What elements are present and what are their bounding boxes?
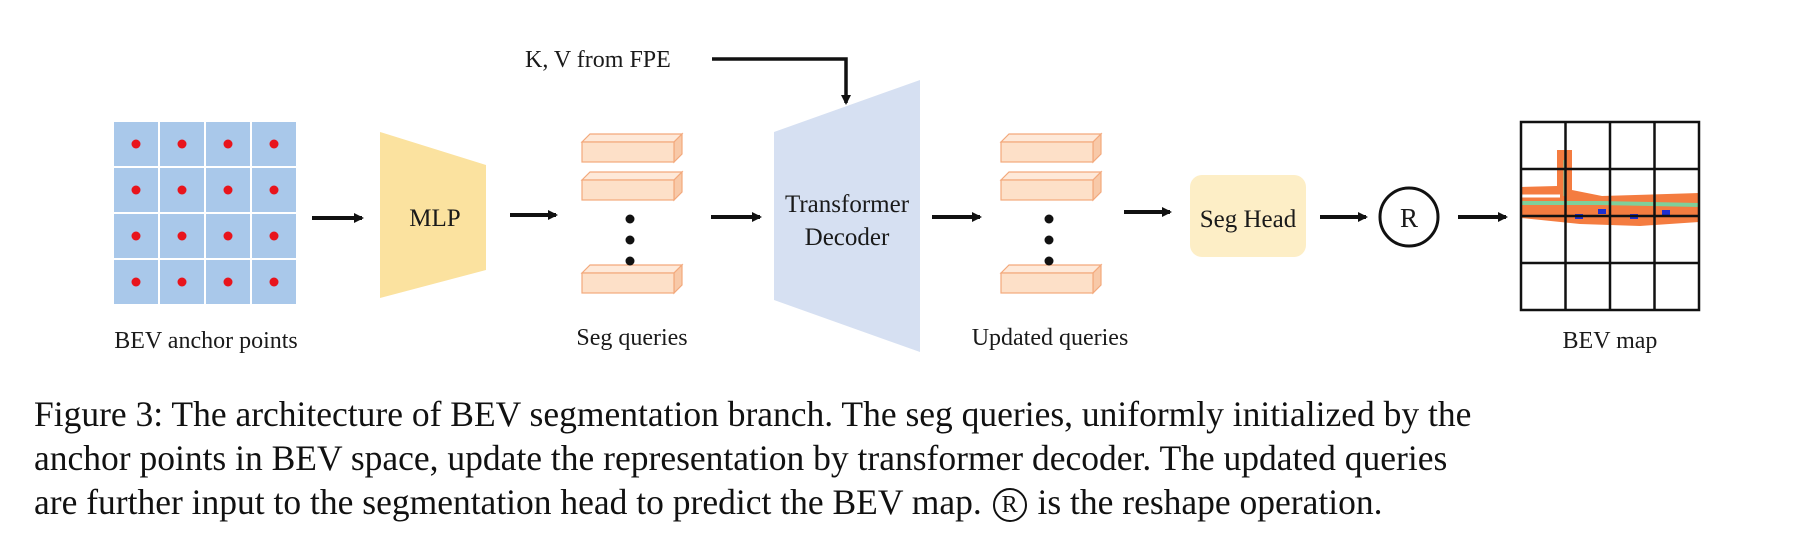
anchor-point bbox=[223, 277, 233, 287]
mlp-block bbox=[380, 132, 486, 298]
ellipsis-dot bbox=[625, 235, 635, 245]
query-block-top bbox=[999, 133, 1103, 143]
seg-head-label: Seg Head bbox=[1200, 206, 1297, 233]
query-block bbox=[581, 272, 675, 294]
reshape-symbol-label: R bbox=[1400, 203, 1418, 233]
anchor-point bbox=[177, 277, 187, 287]
query-block-top bbox=[580, 171, 684, 181]
ellipsis-dot bbox=[1044, 256, 1054, 266]
ellipsis-dot bbox=[1044, 235, 1054, 245]
seg-queries-label: Seg queries bbox=[576, 325, 687, 351]
anchor-point bbox=[269, 277, 279, 287]
query-block-top bbox=[580, 264, 684, 274]
anchor-point bbox=[177, 231, 187, 241]
anchor-point bbox=[269, 185, 279, 195]
query-block-top bbox=[999, 264, 1103, 274]
ellipsis-dot bbox=[1044, 214, 1054, 224]
query-block bbox=[1000, 179, 1094, 201]
kv-from-fpe-label: K, V from FPE bbox=[525, 47, 671, 73]
seg-queries-stack bbox=[580, 132, 684, 295]
anchor-point bbox=[223, 185, 233, 195]
transformer-decoder-label-line2: Decoder bbox=[805, 224, 890, 251]
mlp-label: MLP bbox=[409, 205, 460, 232]
caption-line-1: Figure 3: The architecture of BEV segmen… bbox=[34, 394, 1472, 434]
caption-line-3: are further input to the segmentation he… bbox=[34, 480, 1794, 524]
caption-line-3-after: is the reshape operation. bbox=[1037, 482, 1383, 522]
updated-queries-stack bbox=[999, 132, 1103, 295]
bev-map bbox=[1519, 120, 1701, 312]
bev-anchor-grid bbox=[114, 122, 296, 304]
anchor-point bbox=[131, 139, 141, 149]
seg-head-block bbox=[1190, 175, 1306, 257]
query-block bbox=[1000, 272, 1094, 294]
anchor-point bbox=[223, 139, 233, 149]
bev-map-label: BEV map bbox=[1563, 328, 1658, 354]
bev-map-lane-line bbox=[1521, 201, 1700, 207]
bev-map-marker bbox=[1662, 210, 1670, 215]
caption-line-3-before: are further input to the segmentation he… bbox=[34, 482, 982, 522]
reshape-operation-icon bbox=[1378, 186, 1440, 248]
anchor-point bbox=[177, 185, 187, 195]
anchor-point bbox=[223, 231, 233, 241]
bev-map-marker bbox=[1598, 209, 1606, 214]
query-block-top bbox=[999, 171, 1103, 181]
ellipsis-dot bbox=[625, 256, 635, 266]
anchor-point bbox=[177, 139, 187, 149]
query-block bbox=[581, 179, 675, 201]
arrow-kv-to-decoder bbox=[712, 57, 851, 105]
query-block bbox=[581, 141, 675, 163]
query-block-top bbox=[580, 133, 684, 143]
transformer-decoder-block bbox=[774, 80, 920, 352]
anchor-point bbox=[131, 185, 141, 195]
transformer-decoder-label-line1: Transformer bbox=[785, 191, 910, 218]
bev-map-grid bbox=[1519, 120, 1701, 312]
anchor-point bbox=[131, 277, 141, 287]
updated-queries-label: Updated queries bbox=[972, 325, 1129, 351]
figure-caption: Figure 3: The architecture of BEV segmen… bbox=[34, 392, 1794, 524]
anchor-point bbox=[131, 231, 141, 241]
caption-line-2: anchor points in BEV space, update the r… bbox=[34, 438, 1448, 478]
reshape-circle-icon: R bbox=[992, 488, 1027, 522]
anchor-point bbox=[269, 231, 279, 241]
ellipsis-dot bbox=[625, 214, 635, 224]
bev-anchor-points-label: BEV anchor points bbox=[114, 328, 298, 354]
anchor-point bbox=[269, 139, 279, 149]
architecture-diagram: BEV anchor points MLP Seg queries K, V f… bbox=[114, 47, 1701, 354]
query-block bbox=[1000, 141, 1094, 163]
